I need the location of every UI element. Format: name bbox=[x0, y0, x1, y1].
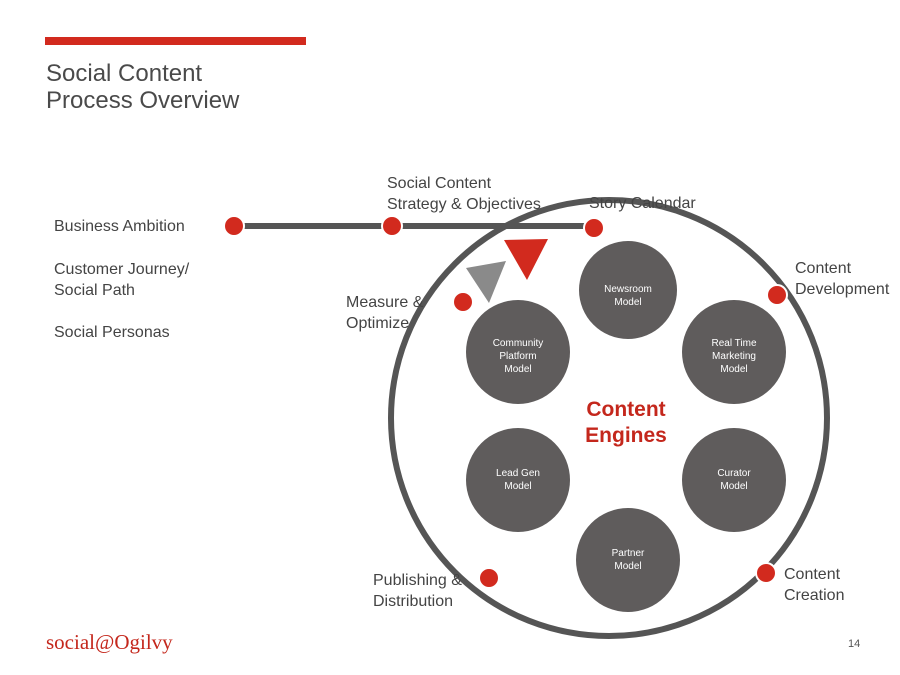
engine-real-time-marketing: Real Time Marketing Model bbox=[682, 300, 786, 404]
engine-newsroom-circle bbox=[579, 241, 677, 339]
strategy-label-line-2: Strategy & Objectives bbox=[387, 196, 541, 213]
title-line-2: Process Overview bbox=[46, 87, 240, 114]
strategy-label-line-1: Social Content bbox=[387, 175, 492, 192]
content-engines-line-2: Engines bbox=[585, 424, 667, 447]
content-development-line-2: Development bbox=[795, 281, 890, 298]
engine-lead-gen: Lead Gen Model bbox=[466, 428, 570, 532]
business-ambition-label: Business Ambition bbox=[54, 218, 185, 235]
engine-newsroom: Newsroom Model bbox=[579, 241, 677, 339]
social-ogilvy-logo: social@Ogilvy bbox=[46, 630, 173, 654]
publishing-distribution-label: Publishing & Distribution bbox=[373, 570, 462, 612]
engine-partner-line-1: Partner bbox=[612, 548, 645, 559]
content-development-line-1: Content bbox=[795, 260, 852, 277]
customer-journey-label: Customer Journey/ bbox=[54, 261, 190, 278]
engine-newsroom-line-2: Model bbox=[614, 297, 641, 308]
strategy-dot bbox=[381, 215, 403, 237]
gray-direction-arrow-icon bbox=[466, 261, 506, 303]
business-ambition-dot bbox=[223, 215, 245, 237]
content-development-dot bbox=[766, 284, 788, 306]
engine-partner: Partner Model bbox=[576, 508, 680, 612]
engine-curator-line-1: Curator bbox=[717, 468, 751, 479]
engine-community-line-3: Model bbox=[504, 364, 531, 375]
engine-real-time-marketing-circle bbox=[682, 300, 786, 404]
engine-community-platform-circle bbox=[466, 300, 570, 404]
story-calendar-label: Story Calendar bbox=[589, 195, 696, 212]
measure-optimize-line-2: Optimize bbox=[346, 315, 410, 332]
publishing-distribution-line-2: Distribution bbox=[373, 593, 454, 610]
strategy-label: Social Content Strategy & Objectives bbox=[387, 173, 541, 215]
process-cycle-ring bbox=[388, 197, 830, 639]
slide-title: Social Content Process Overview bbox=[46, 60, 239, 114]
engine-partner-line-2: Model bbox=[614, 561, 641, 572]
content-creation-line-2: Creation bbox=[784, 587, 845, 604]
engine-community-line-2: Platform bbox=[499, 351, 536, 362]
engine-curator-line-2: Model bbox=[720, 481, 747, 492]
engine-lead-gen-circle bbox=[466, 428, 570, 532]
measure-optimize-line-1: Measure & bbox=[346, 294, 424, 311]
engine-partner-circle bbox=[576, 508, 680, 612]
engine-real-time-line-1: Real Time bbox=[711, 338, 756, 349]
content-development-label: Content Development bbox=[795, 258, 889, 300]
publishing-distribution-line-1: Publishing & bbox=[373, 572, 462, 589]
page-number: 14 bbox=[848, 638, 861, 650]
content-creation-label: Content Creation bbox=[784, 564, 844, 606]
engine-community-line-1: Community bbox=[493, 338, 544, 349]
social-personas-label: Social Personas bbox=[54, 324, 170, 341]
engine-curator-circle bbox=[682, 428, 786, 532]
story-calendar-dot bbox=[583, 217, 605, 239]
content-engines-line-1: Content bbox=[586, 398, 665, 421]
title-line-1: Social Content bbox=[46, 60, 203, 87]
measure-optimize-label: Measure & Optimize bbox=[346, 292, 423, 334]
engine-newsroom-line-1: Newsroom bbox=[604, 284, 652, 295]
engine-community-platform: Community Platform Model bbox=[466, 300, 570, 404]
content-creation-line-1: Content bbox=[784, 566, 841, 583]
engine-lead-gen-line-1: Lead Gen bbox=[496, 468, 540, 479]
publishing-distribution-dot bbox=[478, 567, 500, 589]
measure-optimize-dot bbox=[452, 291, 474, 313]
engine-lead-gen-line-2: Model bbox=[504, 481, 531, 492]
social-path-label: Social Path bbox=[54, 282, 135, 299]
engine-curator: Curator Model bbox=[682, 428, 786, 532]
red-direction-arrow-icon bbox=[504, 239, 548, 280]
content-creation-dot bbox=[755, 562, 777, 584]
title-accent-bar bbox=[45, 37, 306, 45]
engine-real-time-line-2: Marketing bbox=[712, 351, 756, 362]
engine-real-time-line-3: Model bbox=[720, 364, 747, 375]
